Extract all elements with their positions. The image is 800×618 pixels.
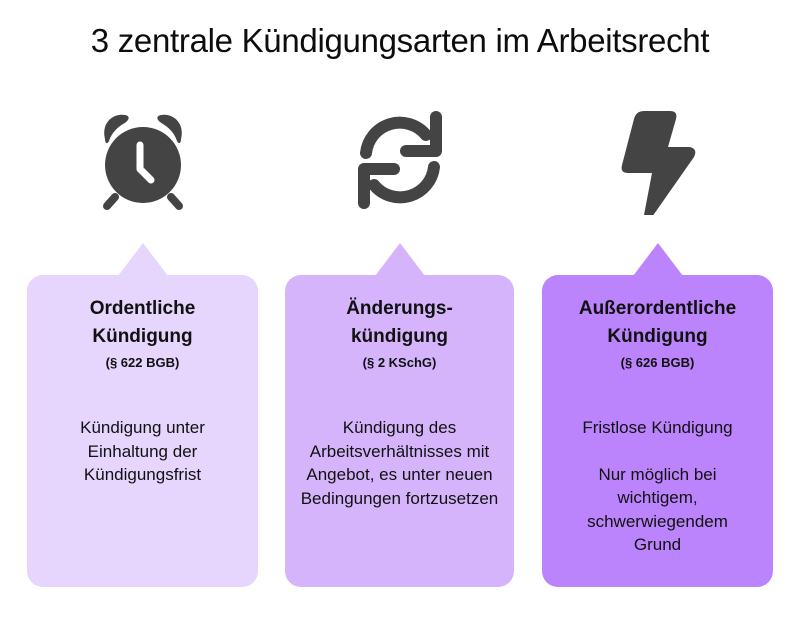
card-ausserordentliche-kuendigung: Außerordentliche Kündigung (§ 626 BGB) F…: [542, 0, 773, 618]
refresh-arrows-icon: [350, 105, 450, 215]
card-legal-reference: (§ 622 BGB): [105, 355, 180, 370]
page-title: 3 zentrale Kündigungsarten im Arbeitsrec…: [90, 22, 710, 59]
card-description: Kündigung des Arbeitsverhältnisses mit A…: [300, 418, 499, 508]
card-aenderungskuendigung: Änderungs- kündigung (§ 2 KSchG) Kündigu…: [285, 0, 514, 618]
card-title-line1: Außerordentliche: [578, 298, 737, 319]
card-title: Ordentliche Kündigung: [27, 295, 258, 351]
alarm-clock-icon: [93, 105, 193, 215]
card-title-line2: Kündigung: [92, 326, 193, 347]
card-legal-reference: (§ 2 KSchG): [362, 355, 437, 370]
card-pointer: [117, 243, 168, 276]
card-description-secondary: Nur möglich bei wichtigem, schwerwiegend…: [587, 464, 728, 555]
lightning-bolt-icon: [608, 105, 708, 215]
card-title-line2: Kündigung: [607, 326, 708, 347]
card-box: Ordentliche Kündigung (§ 622 BGB) Kündig…: [27, 275, 258, 587]
card-title-line1: Ordentliche: [89, 298, 196, 319]
card-pointer: [632, 243, 683, 276]
card-title-line1: Änderungs-: [346, 298, 453, 319]
card-box: Außerordentliche Kündigung (§ 626 BGB) F…: [542, 275, 773, 587]
card-legal-reference: (§ 626 BGB): [620, 355, 695, 370]
card-description: Fristlose Kündigung: [582, 418, 733, 437]
card-pointer: [374, 243, 425, 276]
card-title-line2: kündigung: [350, 326, 449, 347]
card-box: Änderungs- kündigung (§ 2 KSchG) Kündigu…: [285, 275, 514, 587]
card-title: Änderungs- kündigung: [285, 295, 514, 351]
card-ordentliche-kuendigung: Ordentliche Kündigung (§ 622 BGB) Kündig…: [27, 0, 258, 618]
card-title: Außerordentliche Kündigung: [542, 295, 773, 351]
card-description: Kündigung unter Einhaltung der Kündigung…: [80, 418, 205, 484]
